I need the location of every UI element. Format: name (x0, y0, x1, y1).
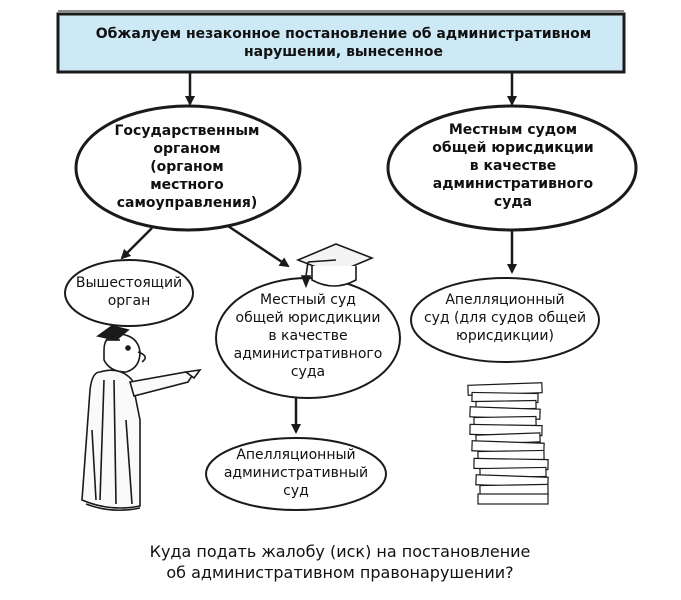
diagram-caption: Куда подать жалобу (иск) на постановлени… (149, 542, 531, 582)
ellipse-state-body (74, 104, 302, 232)
paper-stack-icon (467, 382, 549, 505)
top-box-label: Обжалуем незаконное постановление об адм… (95, 26, 592, 60)
top-box (56, 12, 626, 74)
ellipse-higher-body (64, 259, 194, 327)
state-body-label: Государственным органом (органом местног… (114, 123, 260, 211)
local-admin-court-label: Местный суд общей юрисдикции в качестве … (233, 292, 383, 380)
judge-figure-icon (81, 325, 202, 512)
appeal-admin-label: Апелляционный административный суд (223, 447, 369, 499)
graduation-cap-icon (295, 243, 375, 289)
ellipse-appeal-general (410, 277, 600, 363)
local-court-label: Местным судом общей юрисдикции в качеств… (432, 122, 594, 210)
arrow-state-to-court (227, 224, 290, 268)
arrow-state-to-higher (120, 227, 153, 260)
higher-body-label: Вышестоящий орган (75, 275, 183, 309)
appeal-general-label: Апелляционный суд (для судов общей юрисд… (423, 292, 587, 344)
ellipse-appeal-admin (205, 437, 387, 511)
